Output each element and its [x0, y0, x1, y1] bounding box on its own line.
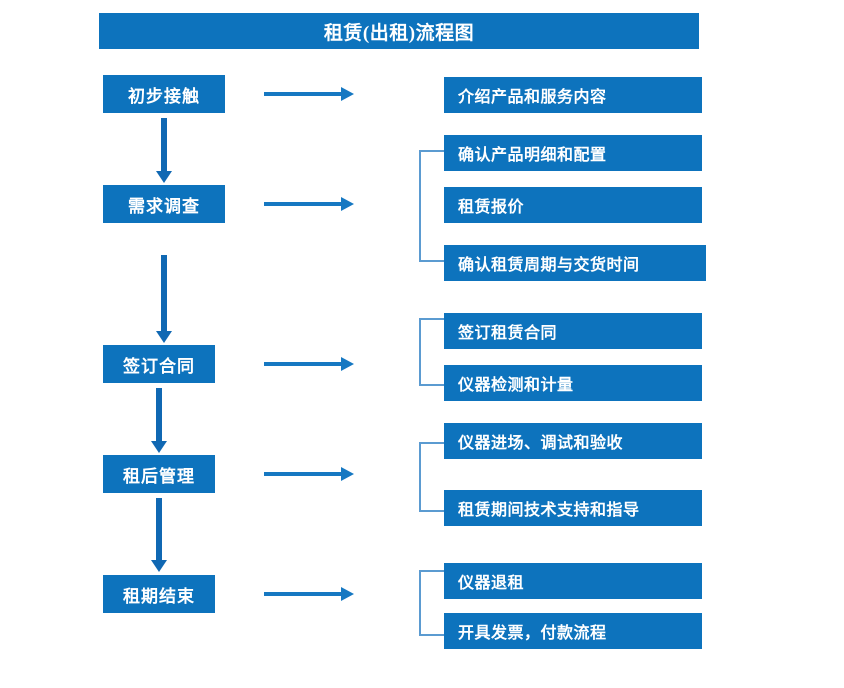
- group-bracket-post-lease-management: [419, 442, 444, 512]
- right-arrow-shaft: [264, 202, 342, 206]
- stage-box-租期结束[interactable]: 租期结束: [103, 575, 215, 613]
- right-arrow-head: [341, 357, 354, 371]
- detail-box-签订租赁合同[interactable]: 签订租赁合同: [444, 313, 702, 349]
- down-arrow-stage1-to-stage2: [156, 118, 172, 183]
- down-arrow-shaft: [161, 255, 167, 331]
- down-arrow-head: [156, 331, 172, 343]
- right-arrow-shaft: [264, 92, 342, 96]
- stage-box-签订合同[interactable]: 签订合同: [103, 345, 215, 383]
- down-arrow-head: [151, 560, 167, 572]
- down-arrow-shaft: [161, 118, 167, 171]
- stage-box-初步接触[interactable]: 初步接触: [103, 75, 225, 113]
- detail-box-确认租赁周期与交货时间[interactable]: 确认租赁周期与交货时间: [444, 245, 706, 281]
- right-arrow-stage2: [264, 197, 354, 211]
- stage-box-租后管理[interactable]: 租后管理: [103, 455, 215, 493]
- down-arrow-stage3-to-stage4: [151, 388, 167, 453]
- detail-box-开具发票付款流程[interactable]: 开具发票，付款流程: [444, 613, 702, 649]
- right-arrow-head: [341, 197, 354, 211]
- right-arrow-shaft: [264, 472, 342, 476]
- right-arrow-shaft: [264, 592, 342, 596]
- page-title: 租赁(出租)流程图: [99, 13, 699, 49]
- group-bracket-lease-end: [419, 570, 444, 636]
- right-arrow-stage4: [264, 467, 354, 481]
- detail-box-仪器退租[interactable]: 仪器退租: [444, 563, 702, 599]
- down-arrow-stage2-to-stage3: [156, 255, 172, 343]
- right-arrow-head: [341, 587, 354, 601]
- right-arrow-stage3: [264, 357, 354, 371]
- down-arrow-shaft: [156, 388, 162, 441]
- stage-box-需求调查[interactable]: 需求调查: [103, 185, 225, 223]
- right-arrow-stage5: [264, 587, 354, 601]
- detail-box-介绍产品和服务内容[interactable]: 介绍产品和服务内容: [444, 77, 702, 113]
- detail-box-租赁报价[interactable]: 租赁报价: [444, 187, 702, 223]
- down-arrow-shaft: [156, 498, 162, 560]
- group-bracket-sign-contract: [419, 318, 444, 386]
- right-arrow-head: [341, 467, 354, 481]
- detail-box-租赁期间技术支持和指导[interactable]: 租赁期间技术支持和指导: [444, 490, 702, 526]
- down-arrow-head: [156, 171, 172, 183]
- right-arrow-shaft: [264, 362, 342, 366]
- right-arrow-head: [341, 87, 354, 101]
- right-arrow-stage1: [264, 87, 354, 101]
- down-arrow-head: [151, 441, 167, 453]
- down-arrow-stage4-to-stage5: [151, 498, 167, 572]
- detail-box-仪器检测和计量[interactable]: 仪器检测和计量: [444, 365, 702, 401]
- detail-box-仪器进场调试和验收[interactable]: 仪器进场、调试和验收: [444, 423, 702, 459]
- group-bracket-needs-survey: [419, 150, 444, 262]
- detail-box-确认产品明细和配置[interactable]: 确认产品明细和配置: [444, 135, 702, 171]
